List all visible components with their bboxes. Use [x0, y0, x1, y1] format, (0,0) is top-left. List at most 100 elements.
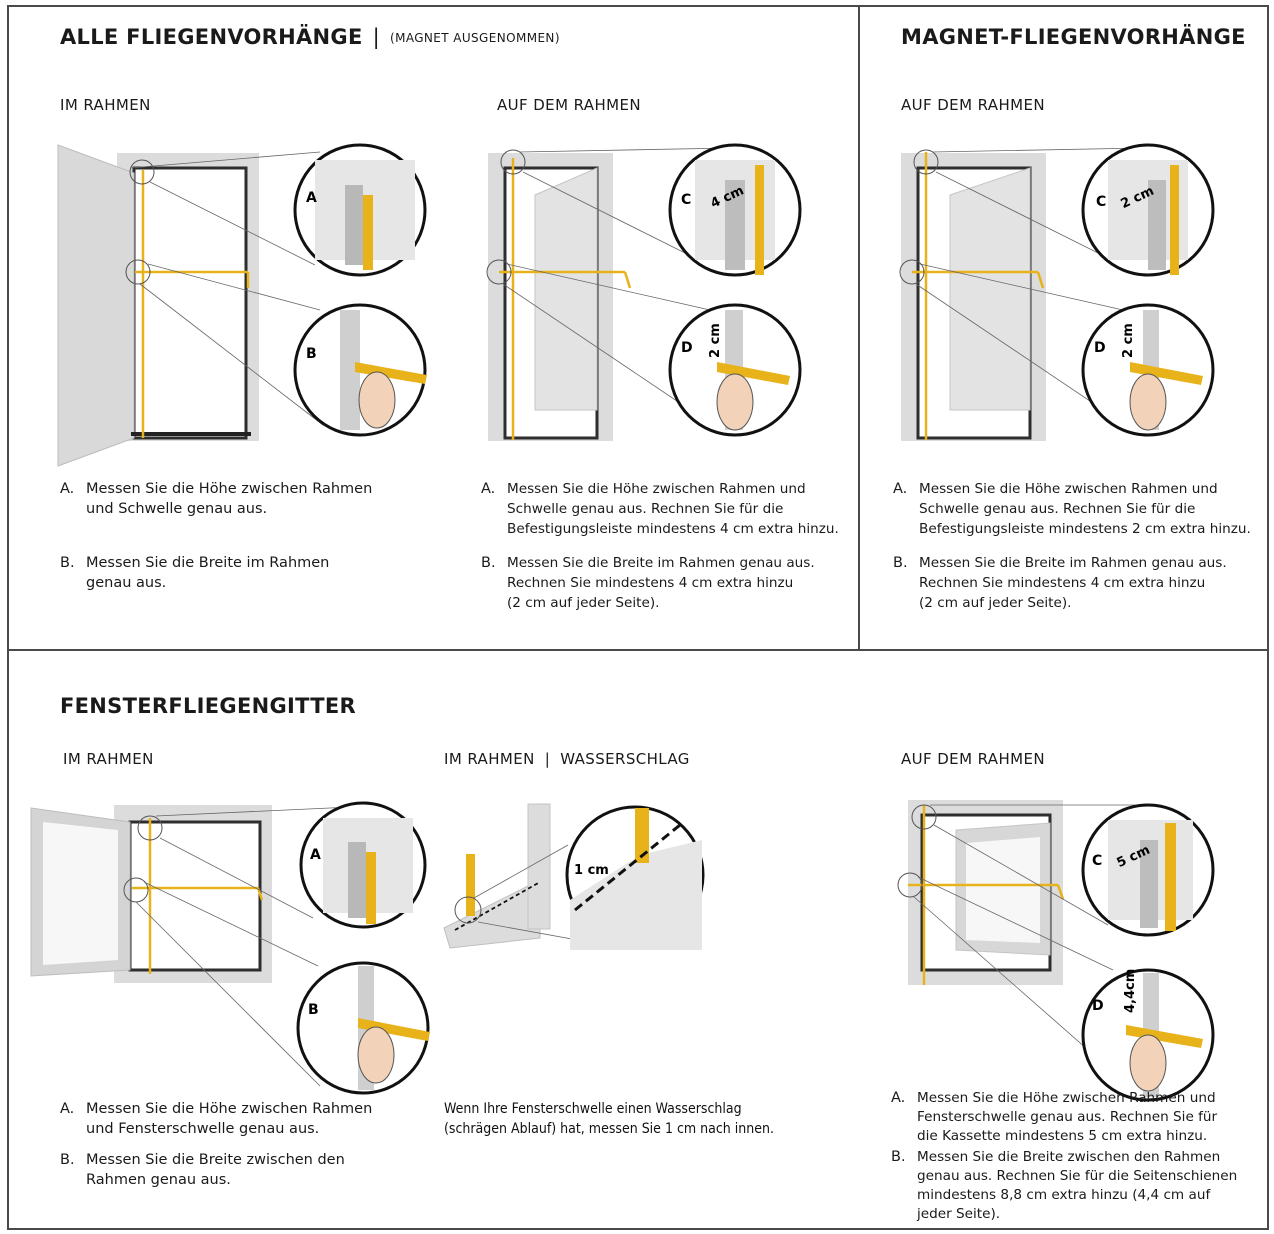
step-line: Messen Sie die Breite im Rahmen — [86, 555, 330, 571]
detail-d-measure: 2 cm — [708, 323, 723, 358]
subheading-wasserschlag: IM RAHMEN|WASSERSCHLAG — [444, 750, 690, 768]
drip-measure: 1 cm — [574, 863, 609, 878]
subheading-auf-dem-rahmen-window: AUF DEM RAHMEN — [901, 750, 1045, 768]
detail-circle-b: B — [293, 303, 427, 437]
step-letter: B. — [891, 1149, 906, 1165]
step-line: und Schwelle genau aus. — [86, 501, 268, 517]
step-text: Messen Sie die Höhe zwischen Rahmen und … — [507, 479, 839, 539]
step-text: Messen Sie die Breite im Rahmen genau au… — [919, 553, 1227, 613]
window-scene — [30, 805, 374, 1087]
detail-circle-drip: 1 cm — [565, 805, 705, 950]
subheading-auf-dem-rahmen-door: AUF DEM RAHMEN — [497, 96, 641, 114]
door-scene — [486, 147, 731, 441]
step-letter: A. — [481, 481, 496, 497]
step-text: Messen Sie die Breite zwischen den Rahme… — [917, 1148, 1237, 1224]
detail-c-label: C — [1096, 194, 1106, 210]
step-letter: A. — [60, 481, 75, 497]
heading-separator: | — [544, 750, 551, 768]
step-line: Rechnen Sie mindestens 4 cm extra hinzu — [507, 575, 794, 591]
step-line: mindestens 8,8 cm extra hinzu (4,4 cm au… — [917, 1187, 1211, 1203]
subheading-auf-dem-rahmen-magnet: AUF DEM RAHMEN — [901, 96, 1045, 114]
door-on-frame-illustration: C 4 cm D 2 cm — [486, 143, 802, 441]
detail-circle-d: D 2 cm — [1081, 303, 1215, 437]
step-line: genau aus. Rechnen Sie für die Seitensch… — [917, 1168, 1238, 1184]
detail-c-label: C — [1092, 853, 1102, 869]
detail-circle-d: D 4,4cm — [1081, 968, 1215, 1102]
section-title-magnet-curtains: MAGNET-FLIEGENVORHÄNGE — [901, 25, 1246, 49]
step-letter: B. — [60, 555, 75, 571]
step-line: Rechnen Sie mindestens 4 cm extra hinzu — [919, 575, 1206, 591]
detail-circle-c: C 2 cm — [1081, 143, 1215, 277]
step-line: und Fensterschwelle genau aus. — [86, 1121, 320, 1137]
detail-d-measure: 4,4cm — [1123, 969, 1138, 1013]
detail-circle-a: A — [299, 801, 427, 929]
step-text: Messen Sie die Breite im Rahmen genau au… — [86, 553, 329, 593]
detail-d-measure: 2 cm — [1121, 323, 1136, 358]
step-line: Messen Sie die Höhe zwischen Rahmen — [86, 481, 373, 497]
detail-b-label: B — [308, 1002, 319, 1018]
step-line: Messen Sie die Breite zwischen den Rahme… — [917, 1149, 1221, 1165]
panel-window-screens — [7, 649, 1269, 1230]
step-line: Messen Sie die Höhe zwischen Rahmen und — [917, 1090, 1216, 1106]
step-letter: A. — [60, 1101, 75, 1117]
window-scene — [897, 800, 1153, 1086]
step-letter: B. — [481, 555, 496, 571]
detail-circle-b: B — [296, 961, 430, 1095]
detail-a-label: A — [310, 847, 321, 863]
detail-circle-c: C 5 cm — [1081, 803, 1215, 937]
step-text: Messen Sie die Höhe zwischen Rahmen und … — [86, 1099, 372, 1139]
step-line: (2 cm auf jeder Seite). — [919, 595, 1072, 611]
step-text: Messen Sie die Breite im Rahmen genau au… — [507, 553, 815, 613]
step-line: jeder Seite). — [917, 1206, 1001, 1222]
description-line: (schrägen Ablauf) hat, messen Sie 1 cm n… — [444, 1121, 774, 1137]
window-in-frame-illustration: A B — [30, 801, 430, 1095]
detail-d-label: D — [1092, 998, 1104, 1014]
step-line: (2 cm auf jeder Seite). — [507, 595, 660, 611]
heading-part: IM RAHMEN — [444, 750, 535, 768]
description-line: Wenn Ihre Fensterschwelle einen Wassersc… — [444, 1101, 742, 1117]
detail-circle-c: C 4 cm — [668, 143, 802, 277]
door-in-frame-illustration: A B — [57, 143, 427, 467]
step-text: Messen Sie die Höhe zwischen Rahmen und … — [917, 1089, 1217, 1146]
title-note: (MAGNET AUSGENOMMEN) — [390, 31, 560, 45]
step-line: Befestigungsleiste mindestens 4 cm extra… — [507, 521, 839, 537]
detail-circle-a: A — [293, 143, 427, 277]
detail-a-label: A — [306, 190, 317, 206]
step-line: Messen Sie die Höhe zwischen Rahmen — [86, 1101, 373, 1117]
section-title-window-screens: FENSTERFLIEGENGITTER — [60, 694, 356, 718]
step-line: Messen Sie die Breite im Rahmen genau au… — [919, 555, 1227, 571]
detail-b-label: B — [306, 346, 317, 362]
step-line: Messen Sie die Höhe zwischen Rahmen und — [507, 481, 806, 497]
step-line: Befestigungsleiste mindestens 2 cm extra… — [919, 521, 1251, 537]
step-letter: A. — [893, 481, 908, 497]
step-line: Rahmen genau aus. — [86, 1172, 231, 1188]
step-letter: B. — [893, 555, 908, 571]
step-text: Messen Sie die Höhe zwischen Rahmen und … — [919, 479, 1251, 539]
subheading-im-rahmen-door: IM RAHMEN — [60, 96, 151, 114]
detail-c-label: C — [681, 192, 691, 208]
step-line: genau aus. — [86, 575, 167, 591]
title-separator: | — [372, 25, 380, 49]
door-scene — [57, 144, 324, 467]
window-on-frame-illustration: C 5 cm D 4,4cm — [897, 800, 1215, 1102]
door-scene — [899, 147, 1144, 441]
step-text: Messen Sie die Höhe zwischen Rahmen und … — [86, 479, 372, 519]
wasserschlag-description: Wenn Ihre Fensterschwelle einen Wassersc… — [444, 1099, 844, 1139]
subheading-im-rahmen-window: IM RAHMEN — [63, 750, 154, 768]
step-line: Messen Sie die Breite im Rahmen genau au… — [507, 555, 815, 571]
step-line: Messen Sie die Höhe zwischen Rahmen und — [919, 481, 1218, 497]
step-line: Messen Sie die Breite zwischen den — [86, 1152, 345, 1168]
step-line: Schwelle genau aus. Rechnen Sie für die — [919, 501, 1196, 517]
sill-scene — [443, 803, 606, 949]
step-line: die Kassette mindestens 5 cm extra hinzu… — [917, 1128, 1208, 1144]
section-title-all-curtains: ALLE FLIEGENVORHÄNGE | (MAGNET AUSGENOMMEN… — [60, 25, 560, 49]
detail-d-label: D — [1094, 340, 1106, 356]
magnet-on-frame-illustration: C 2 cm D 2 cm — [899, 143, 1215, 441]
step-line: Schwelle genau aus. Rechnen Sie für die — [507, 501, 784, 517]
step-letter: A. — [891, 1090, 906, 1106]
title-text: ALLE FLIEGENVORHÄNGE — [60, 25, 363, 49]
step-letter: B. — [60, 1152, 75, 1168]
water-drip-sill-illustration: 1 cm — [443, 803, 705, 950]
detail-circle-d: D 2 cm — [668, 303, 802, 437]
detail-d-label: D — [681, 340, 693, 356]
